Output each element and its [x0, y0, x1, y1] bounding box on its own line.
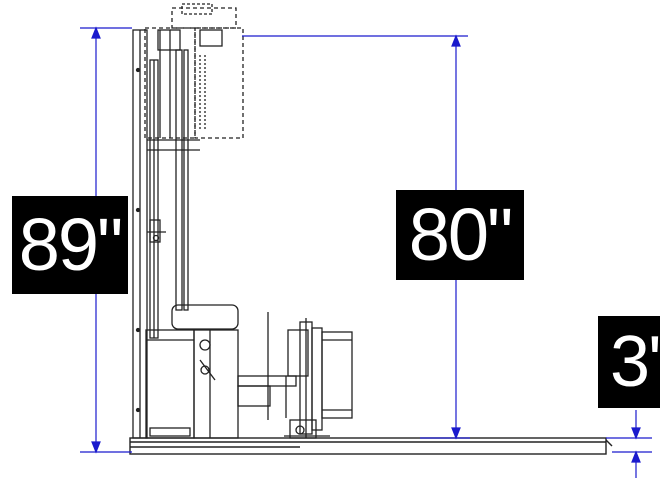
- base-platform: [129, 437, 613, 455]
- overall-height-label: 89": [12, 196, 128, 294]
- turntable-arm: [237, 375, 297, 418]
- carriage-body: [145, 304, 269, 439]
- mast: [132, 29, 200, 439]
- lift-height-label: 80": [396, 190, 524, 280]
- base-height-label: 3': [598, 316, 660, 408]
- mast-handle: [147, 219, 166, 243]
- mast-head-housing: [144, 3, 244, 139]
- film-roll-carriage: [284, 318, 353, 439]
- dimension-base-height: [606, 410, 652, 478]
